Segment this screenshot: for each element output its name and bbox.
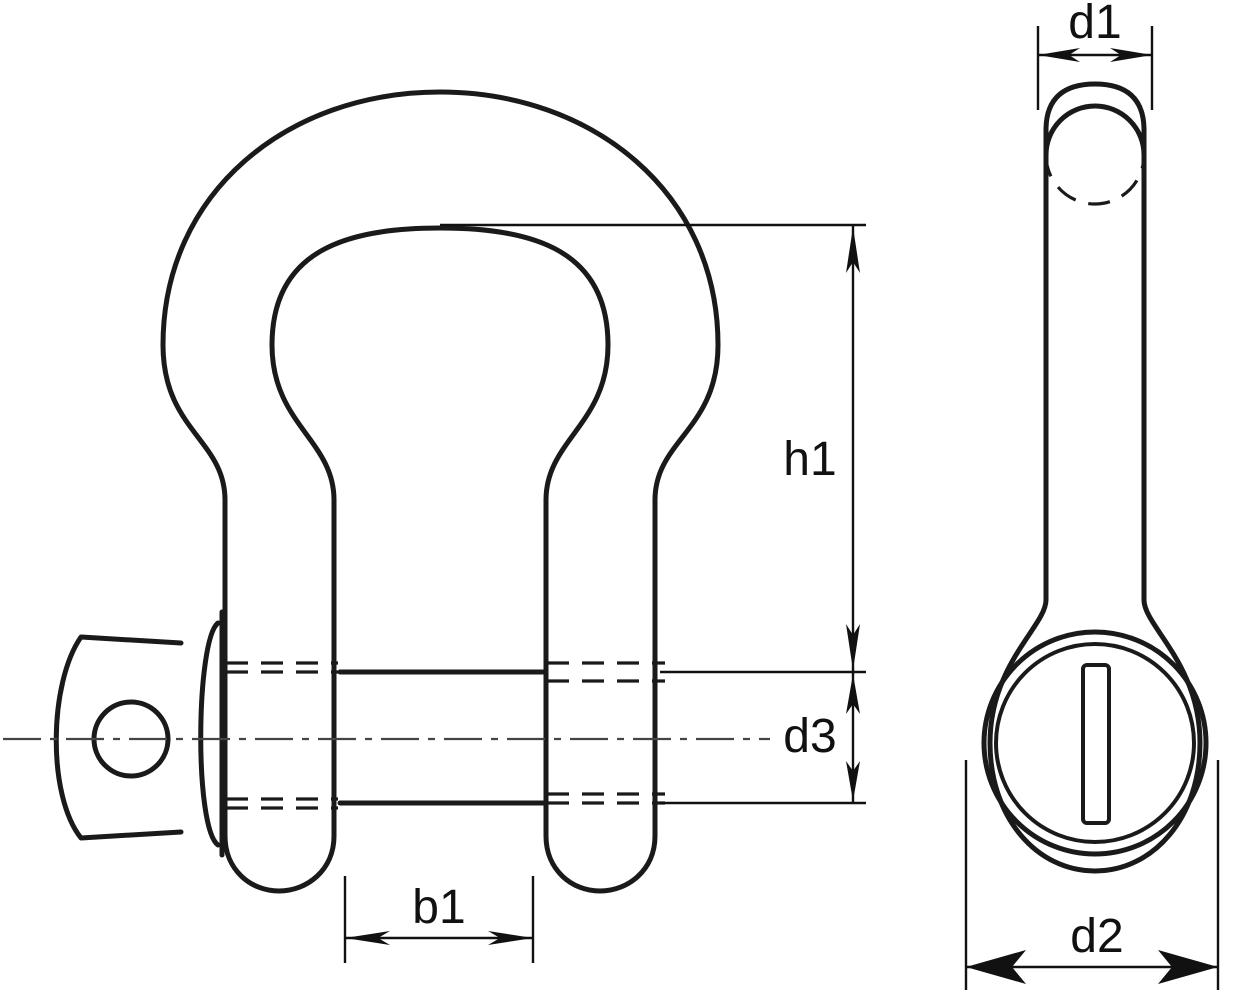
h1-arrowhead-top [846, 227, 860, 273]
side-pin-head-arc-visible [1043, 103, 1147, 158]
dimension-d3: d3 [660, 672, 866, 805]
side-eye-inner-circle [994, 642, 1196, 844]
d1-arrowhead-left [1038, 48, 1080, 62]
pin-collar-profile [198, 620, 221, 848]
d2-label: d2 [1070, 910, 1123, 963]
dimension-h1: h1 [440, 223, 866, 674]
side-pin-screwdriver-slot [1081, 663, 1111, 825]
side-view-shackle [981, 81, 1209, 874]
front-view-shackle-body [160, 89, 721, 894]
h1-arrowhead-bottom [846, 624, 860, 670]
d3-arrowhead-top [846, 674, 860, 714]
pin-head-profile [53, 634, 184, 841]
d3-label: d3 [783, 710, 836, 763]
d1-label: d1 [1068, 0, 1121, 49]
dimension-d1: d1 [1036, 0, 1154, 110]
side-view-outer-profile [987, 81, 1203, 874]
b1-label: b1 [412, 881, 465, 934]
b1-arrowhead-right [488, 931, 533, 945]
d2-arrowhead-left [966, 950, 1026, 984]
d2-arrowhead-right [1158, 950, 1218, 984]
h1-label: h1 [783, 433, 836, 486]
shackle-outer-profile [160, 89, 721, 894]
front-view-screw-pin [3, 609, 770, 858]
d1-arrowhead-right [1110, 48, 1152, 62]
d3-arrowhead-bottom [846, 761, 860, 801]
side-eye-outer-circle [981, 629, 1209, 857]
b1-arrowhead-left [345, 931, 390, 945]
side-pin-head-arc-hidden [1044, 154, 1146, 206]
dimension-d2: d2 [964, 760, 1220, 990]
dimension-b1: b1 [343, 876, 535, 963]
